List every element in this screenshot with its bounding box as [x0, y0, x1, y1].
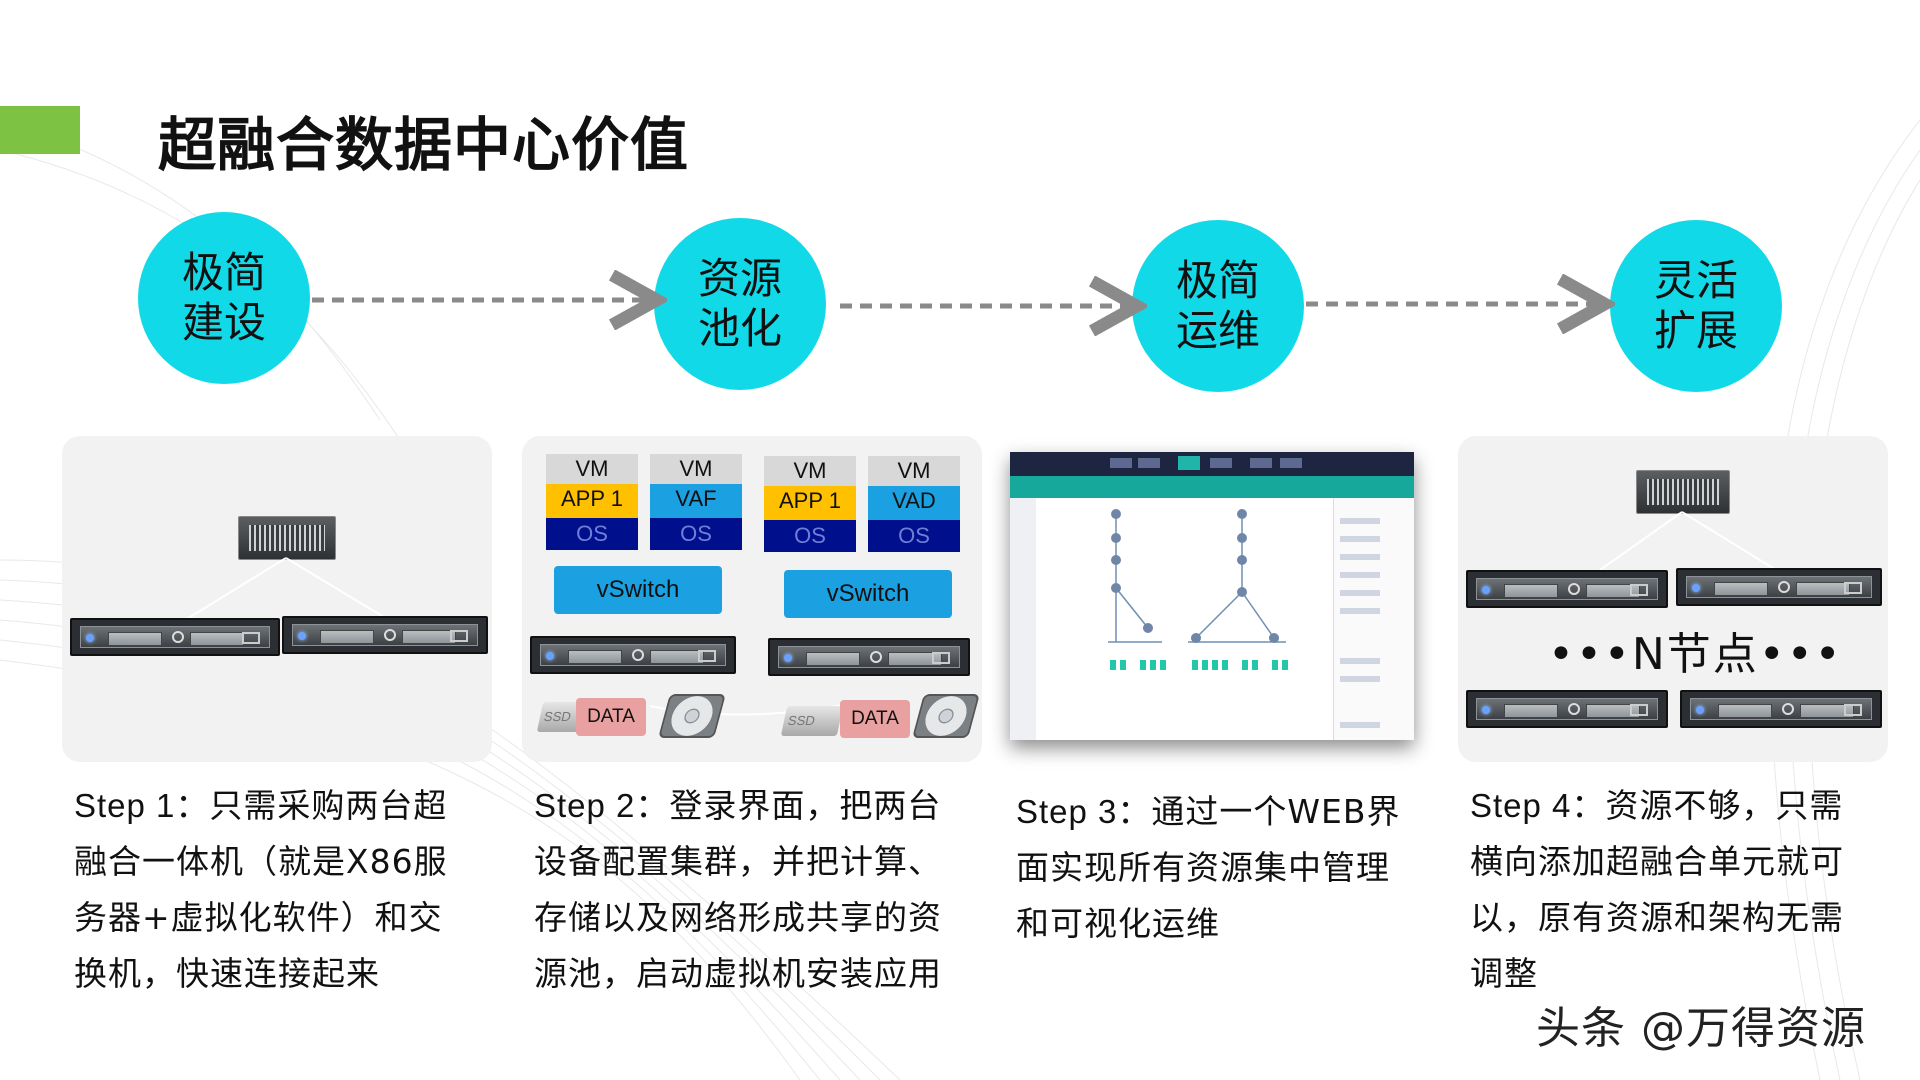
app-label: VAF — [650, 484, 742, 518]
caption-line: 源池，启动虚拟机安装应用 — [534, 946, 974, 1002]
ssd-icon: SSD — [781, 706, 843, 736]
caption-lead: Step 2： — [534, 787, 669, 824]
caption-line: 和可视化运维 — [1016, 896, 1436, 952]
os-label: OS — [868, 520, 960, 552]
caption-step-3: Step 3：通过一个WEB界 面实现所有资源集中管理 和可视化运维 — [1016, 784, 1436, 952]
caption-lead: Step 4： — [1470, 787, 1605, 824]
caption-lead: Step 1： — [74, 787, 209, 824]
server-icon — [530, 636, 736, 674]
vm-block-3: VM APP 1 OS — [764, 456, 856, 552]
server-icon — [70, 618, 280, 656]
server-icon — [1676, 568, 1882, 606]
os-label: OS — [546, 518, 638, 550]
caption-line: 换机，快速连接起来 — [74, 946, 474, 1002]
switch-icon — [238, 516, 336, 560]
server-icon — [768, 638, 970, 676]
title-accent-bar — [0, 106, 80, 154]
caption-step-1: Step 1：只需采购两台超 融合一体机（就是X86服 务器+虚拟化软件）和交 … — [74, 778, 474, 1002]
server-icon — [1680, 690, 1882, 728]
switch-icon — [1636, 470, 1730, 514]
step-circle-4-line1: 灵活 — [1641, 256, 1751, 306]
step-circle-1: 极简建设 — [138, 212, 310, 384]
caption-line: 只需采购两台超 — [209, 786, 447, 825]
caption-line: 面实现所有资源集中管理 — [1016, 840, 1436, 896]
caption-line: 融合一体机（就是X86服 — [74, 834, 474, 890]
caption-line: 以，原有资源和架构无需 — [1470, 890, 1890, 946]
vm-block-4: VM VAD OS — [868, 456, 960, 552]
vm-block-1: VM APP 1 OS — [546, 454, 638, 550]
web-console-screenshot — [1010, 452, 1414, 740]
step-circle-4-line2: 扩展 — [1641, 306, 1751, 356]
vswitch-label: vSwitch — [554, 566, 722, 614]
server-icon — [1466, 570, 1668, 608]
caption-line: 资源不够，只需 — [1605, 786, 1843, 825]
data-tag: DATA — [840, 700, 910, 738]
caption-step-2: Step 2：登录界面，把两台 设备配置集群，并把计算、 存储以及网络形成共享的… — [534, 778, 974, 1002]
step-circle-1-line1: 极简 — [169, 248, 279, 298]
step-circle-3-line1: 极简 — [1163, 256, 1273, 306]
vm-label: VM — [650, 454, 742, 484]
server-icon — [282, 616, 488, 654]
page-title: 超融合数据中心价值 — [158, 98, 689, 182]
step-circle-2-line1: 资源 — [685, 254, 795, 304]
caption-line: 设备配置集群，并把计算、 — [534, 834, 974, 890]
app-label: APP 1 — [546, 484, 638, 518]
caption-step-4: Step 4：资源不够，只需 横向添加超融合单元就可 以，原有资源和架构无需 调… — [1470, 778, 1890, 1002]
caption-line: 通过一个WEB界 — [1151, 792, 1400, 831]
caption-line: 登录界面，把两台 — [669, 786, 941, 825]
step-circle-4: 灵活扩展 — [1610, 220, 1782, 392]
step-circle-3-line2: 运维 — [1163, 306, 1273, 356]
vm-label: VM — [868, 456, 960, 486]
os-label: OS — [764, 520, 856, 552]
step-circle-2: 资源池化 — [654, 218, 826, 390]
caption-line: 横向添加超融合单元就可 — [1470, 834, 1890, 890]
caption-line: 务器+虚拟化软件）和交 — [74, 890, 474, 946]
vm-label: VM — [546, 454, 638, 484]
step-circle-3: 极简运维 — [1132, 220, 1304, 392]
panel-step-1 — [62, 436, 492, 762]
os-label: OS — [650, 518, 742, 550]
n-nodes-label: •••N节点••• — [1548, 618, 1843, 682]
caption-line: 存储以及网络形成共享的资 — [534, 890, 974, 946]
topology-diagram — [1036, 498, 1336, 740]
vm-block-2: VM VAF OS — [650, 454, 742, 550]
app-label: APP 1 — [764, 486, 856, 520]
step-circle-2-line2: 池化 — [685, 304, 795, 354]
hdd-icon — [912, 694, 980, 738]
vm-label: VM — [764, 456, 856, 486]
caption-lead: Step 3： — [1016, 793, 1151, 830]
vswitch-label: vSwitch — [784, 570, 952, 618]
server-icon — [1466, 690, 1668, 728]
watermark: 头条 @万得资源 — [1536, 992, 1866, 1056]
data-tag: DATA — [576, 698, 646, 736]
app-label: VAD — [868, 486, 960, 520]
hdd-icon — [658, 694, 726, 738]
step-circle-1-line2: 建设 — [169, 298, 279, 348]
